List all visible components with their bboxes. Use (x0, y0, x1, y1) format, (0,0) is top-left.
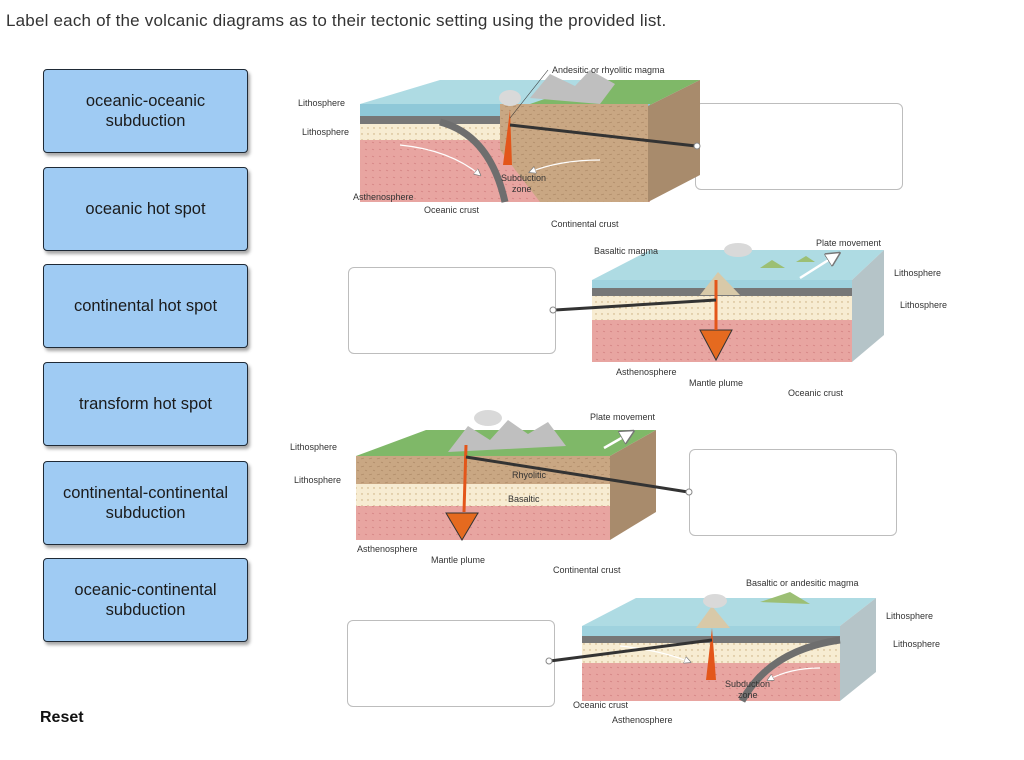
chip-label: oceanic-oceanic subduction (85, 92, 206, 130)
diagram-2: Basaltic magma Plate movement Lithospher… (549, 238, 947, 398)
ash-cloud (499, 90, 521, 106)
label-asthenosphere: Asthenosphere (357, 544, 418, 554)
chip-oceanic-continental-subduction[interactable]: oceanic-continental subduction (43, 558, 248, 642)
chip-continental-hot-spot[interactable]: continental hot spot (43, 264, 248, 348)
diagram-3: Plate movement Lithosphere Lithosphere R… (290, 410, 693, 575)
ash-cloud (724, 243, 752, 257)
chip-label: oceanic hot spot (85, 200, 206, 218)
label-lithosphere-2: Lithosphere (294, 475, 341, 485)
block-side (840, 598, 876, 701)
label-asthenosphere: Asthenosphere (353, 192, 414, 202)
diagram-4: Basaltic or andesitic magma Lithosphere … (545, 578, 940, 725)
drop-target-1[interactable] (695, 103, 903, 190)
drop-target-4[interactable] (347, 620, 555, 707)
label-asthenosphere: Asthenosphere (612, 715, 673, 725)
volcanic-island (700, 272, 740, 295)
lithosphere-layer (592, 296, 852, 320)
label-lithosphere-2: Lithosphere (302, 127, 349, 137)
label-asthenosphere: Asthenosphere (616, 367, 677, 377)
label-subduction: Subduction (725, 679, 770, 689)
magma-conduit (503, 110, 512, 165)
mountain-range (448, 420, 566, 452)
label-mantle-plume: Mantle plume (431, 555, 485, 565)
label-magma: Basaltic or andesitic magma (746, 578, 859, 588)
block-side (610, 430, 656, 540)
label-lithosphere-1: Lithosphere (894, 268, 941, 278)
label-continental-crust: Continental crust (551, 219, 619, 229)
label-lithosphere-2: Lithosphere (900, 300, 947, 310)
instruction-text: Label each of the volcanic diagrams as t… (6, 11, 667, 30)
block-side (648, 80, 700, 202)
pointer-line-1 (509, 123, 697, 148)
subducting-slab (439, 118, 509, 203)
label-lithosphere-1: Lithosphere (298, 98, 345, 108)
label-oceanic-crust: Oceanic crust (424, 205, 480, 215)
pointer-line-2 (554, 298, 717, 312)
chip-label: continental hot spot (73, 297, 218, 315)
chip-label: oceanic-continental subduction (74, 581, 217, 619)
drop-target-2[interactable] (348, 267, 556, 354)
mantle-plume (445, 512, 479, 541)
label-magma: Andesitic or rhyolitic magma (552, 65, 665, 75)
diagram-1: Andesitic or rhyolitic magma Lithosphere… (298, 65, 701, 229)
drop-target-3[interactable] (689, 449, 897, 536)
chip-label: transform hot spot (79, 395, 212, 413)
chip-oceanic-oceanic-subduction[interactable]: oceanic-oceanic subduction (43, 69, 248, 153)
pointer-line-3 (465, 455, 689, 494)
pointer-line-4 (549, 638, 713, 663)
ash-cloud (474, 410, 502, 426)
chip-oceanic-hot-spot[interactable]: oceanic hot spot (43, 167, 248, 251)
label-oceanic-crust: Oceanic crust (788, 388, 844, 398)
label-zone: zone (512, 184, 532, 194)
chip-label: continental-continental subduction (62, 484, 229, 522)
volcanic-island-arc (696, 606, 730, 628)
label-mantle-plume: Mantle plume (689, 378, 743, 388)
ash-cloud (703, 594, 727, 608)
subducting-slab (738, 636, 841, 703)
asthenosphere-layer (356, 506, 610, 540)
label-oceanic-crust: Oceanic crust (573, 700, 629, 710)
ocean-surface (582, 598, 876, 626)
label-magma: Basaltic magma (594, 246, 658, 256)
label-lithosphere-2: Lithosphere (893, 639, 940, 649)
block-side (852, 250, 884, 362)
reset-button[interactable]: Reset (40, 709, 84, 726)
label-plate-movement: Plate movement (816, 238, 882, 248)
lithosphere-layer (356, 484, 610, 506)
label-zone: zone (738, 690, 758, 700)
label-plate-movement: Plate movement (590, 412, 656, 422)
label-lithosphere-1: Lithosphere (290, 442, 337, 452)
label-continental-crust: Continental crust (553, 565, 621, 575)
magma-conduit (706, 628, 716, 680)
label-subduction: Subduction (501, 173, 546, 183)
chip-transform-hot-spot[interactable]: transform hot spot (43, 362, 248, 446)
label-rhyolitic: Rhyolitic (512, 470, 547, 480)
label-lithosphere-1: Lithosphere (886, 611, 933, 621)
chip-continental-continental-subduction[interactable]: continental-continental subduction (43, 461, 248, 545)
label-basaltic: Basaltic (508, 494, 540, 504)
mountain-range (530, 70, 615, 104)
